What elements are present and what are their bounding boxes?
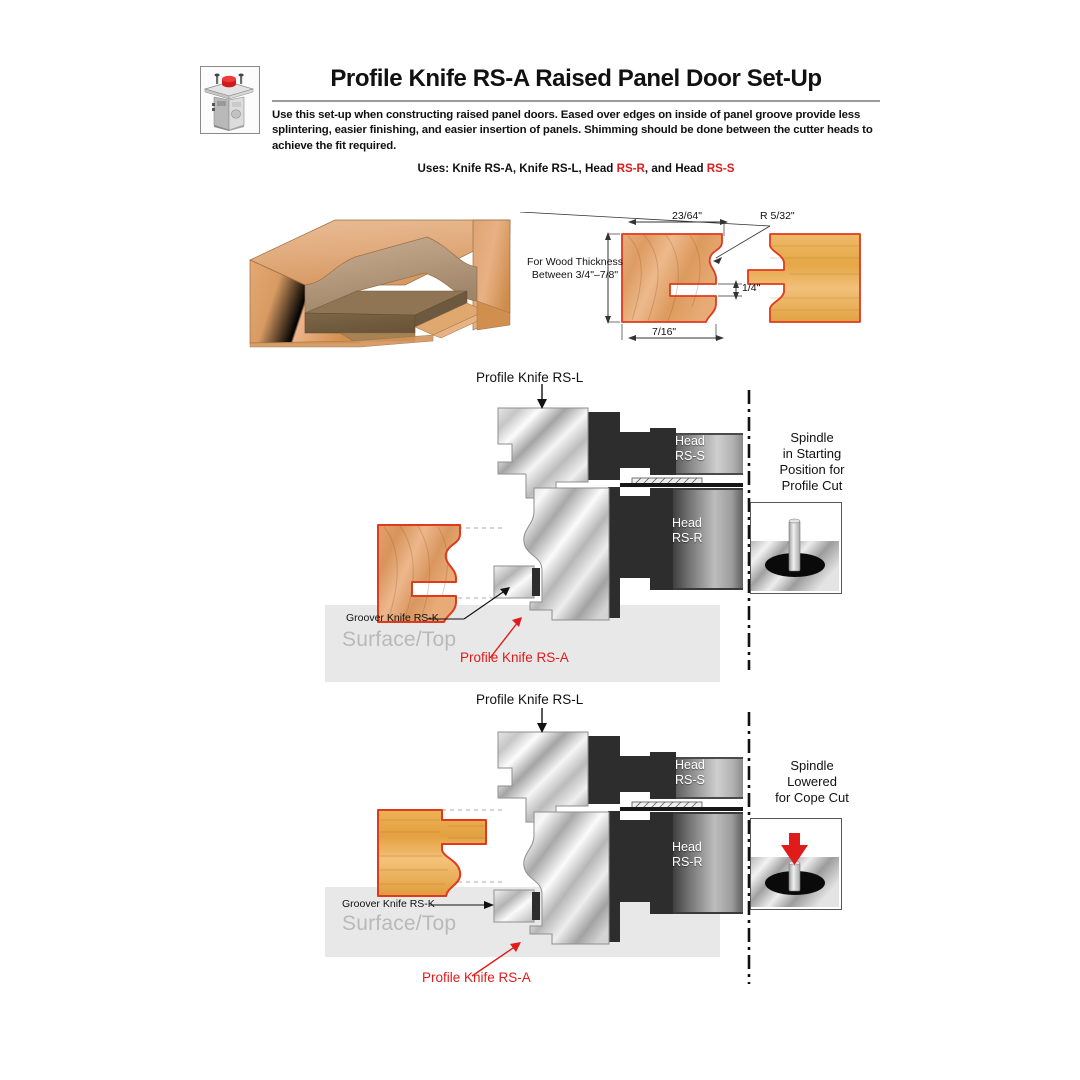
label-surface-top: Surface/Top: [342, 628, 457, 651]
down-arrow-icon: [781, 833, 808, 865]
label-groover-knife-rs-k: Groover Knife RS-K: [346, 612, 439, 624]
title-divider: [272, 100, 880, 102]
label-profile-knife-rs-l: Profile Knife RS-L: [476, 692, 584, 707]
dim-radius: R 5/32": [760, 210, 795, 222]
spindle-title-cope-cut: Spindle Lowered for Cope Cut: [775, 758, 849, 805]
wood-thickness-label: For Wood Thickness Between 3/4"–7/8": [527, 256, 623, 282]
label-head-rs-s: Head RS-S: [675, 758, 705, 788]
label-profile-knife-rs-a: Profile Knife RS-A: [422, 970, 531, 985]
spindle-panel-profile-cut: Spindle in Starting Position for Profile…: [742, 430, 882, 610]
label-surface-top: Surface/Top: [342, 912, 457, 935]
dim-width-bottom: 7/16": [652, 326, 677, 338]
dim-groove-height: 1/4": [742, 282, 761, 294]
label-head-rs-r: Head RS-R: [672, 840, 703, 870]
cope-cut-assembly: Profile Knife RS-L Head RS-S Head RS-R G…: [320, 692, 760, 992]
spindle-illustration-cope-cut: [750, 818, 842, 910]
label-profile-knife-rs-l: Profile Knife RS-L: [476, 370, 584, 385]
profile-cut-assembly: Profile Knife RS-L Head RS-S Head RS-R G…: [320, 370, 760, 682]
label-head-rs-s: Head RS-S: [675, 434, 705, 464]
page-description: Use this set-up when constructing raised…: [272, 109, 873, 152]
shaper-machine-icon: [200, 66, 260, 134]
uses-head-rs-s: RS-S: [706, 162, 735, 175]
spindle-illustration-profile-cut: [750, 502, 842, 594]
profile-dimension-diagram: For Wood Thickness Between 3/4"–7/8" 23/…: [519, 210, 900, 352]
uses-middle: , and Head: [644, 162, 707, 175]
raised-panel-joint-3d-illustration: [245, 215, 515, 355]
uses-head-rs-r: RS-R: [616, 162, 645, 175]
page-title: Profile Knife RS-A Raised Panel Door Set…: [330, 65, 822, 92]
spindle-title-profile-cut: Spindle in Starting Position for Profile…: [779, 430, 845, 493]
uses-line: Uses: Knife RS-A, Knife RS-L, Head RS-R,…: [272, 162, 880, 175]
label-groover-knife-rs-k: Groover Knife RS-K: [342, 898, 435, 910]
spindle-panel-cope-cut: Spindle Lowered for Cope Cut: [742, 758, 882, 918]
dim-width-top: 23/64": [672, 210, 703, 222]
label-profile-knife-rs-a: Profile Knife RS-A: [460, 650, 569, 665]
label-head-rs-r: Head RS-R: [672, 516, 703, 546]
uses-prefix: Uses: Knife RS-A, Knife RS-L, Head: [417, 162, 617, 175]
